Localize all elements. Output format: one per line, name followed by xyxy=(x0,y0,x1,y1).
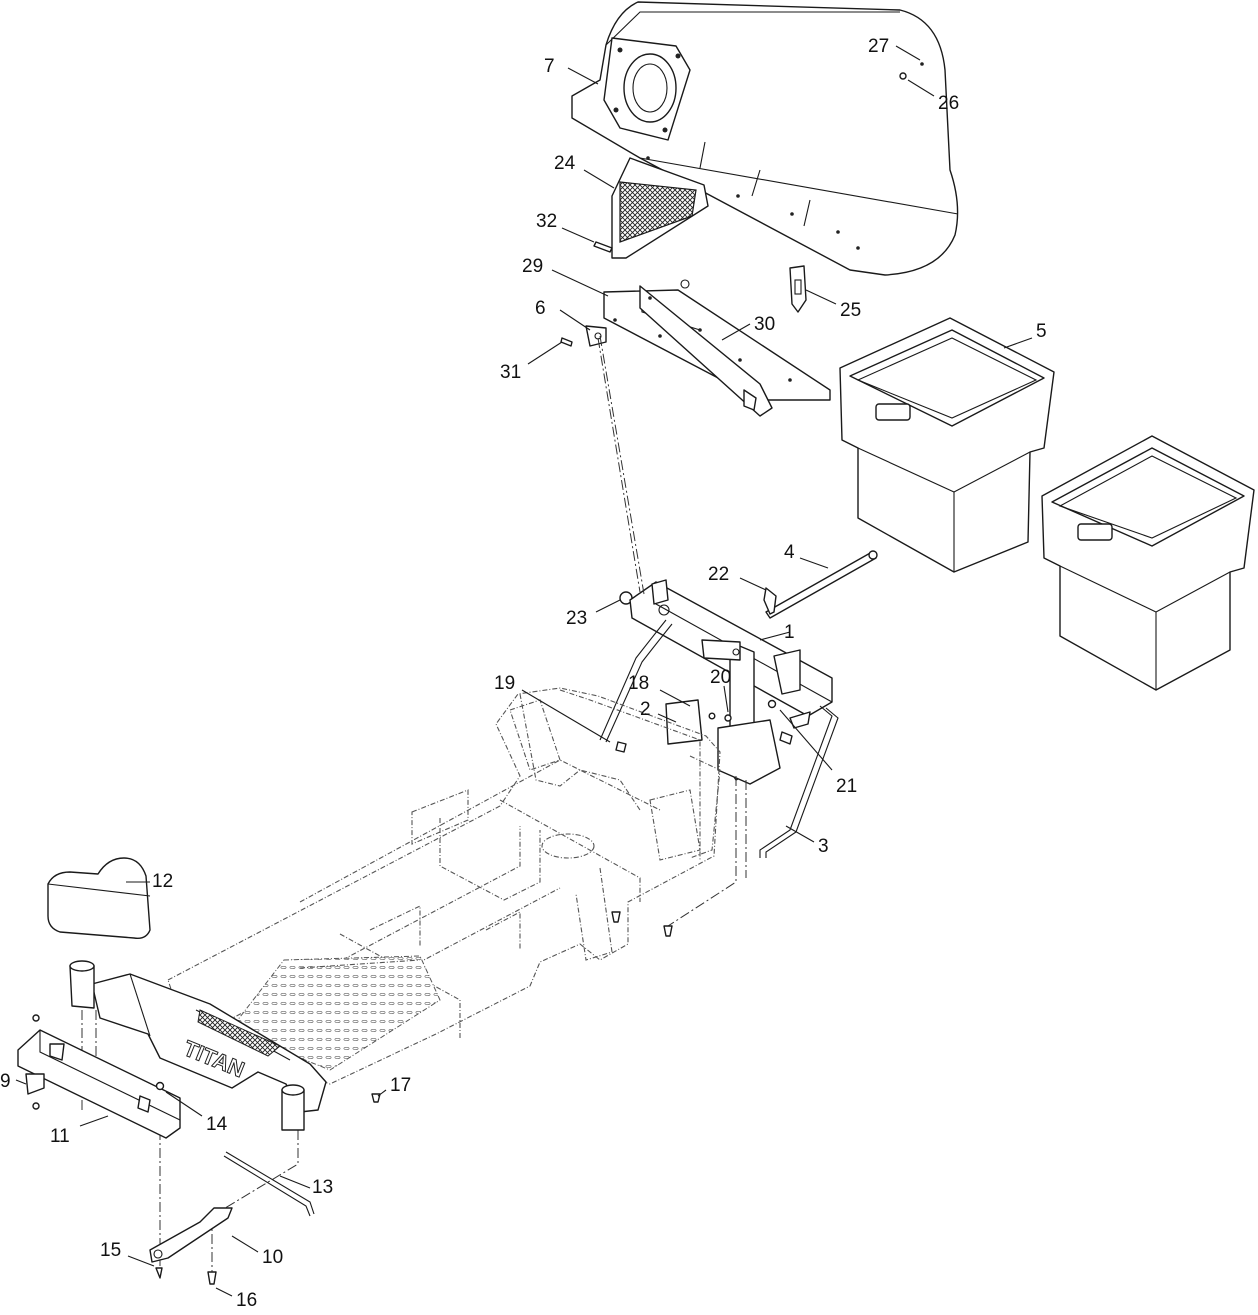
bracket-hardware xyxy=(615,699,793,753)
callout-1: 1 xyxy=(759,622,795,643)
svg-text:12: 12 xyxy=(152,871,173,892)
collection-bag-rear xyxy=(1041,435,1255,691)
svg-text:2: 2 xyxy=(640,699,651,720)
lift-rod xyxy=(223,1151,315,1217)
svg-text:10: 10 xyxy=(262,1247,283,1268)
hood-housing xyxy=(571,1,959,276)
callout-30: 30 xyxy=(721,314,775,341)
svg-text:20: 20 xyxy=(710,667,731,688)
svg-text:16: 16 xyxy=(236,1290,257,1311)
callout-31: 31 xyxy=(500,341,563,383)
callout-17: 17 xyxy=(377,1075,411,1097)
callout-12: 12 xyxy=(126,871,173,892)
callout-32: 32 xyxy=(536,211,595,243)
svg-text:6: 6 xyxy=(535,298,546,319)
svg-text:22: 22 xyxy=(708,564,729,585)
svg-text:1: 1 xyxy=(784,622,795,643)
callout-20: 20 xyxy=(710,667,731,713)
svg-text:9: 9 xyxy=(0,1071,11,1092)
rod-and-pin xyxy=(619,550,878,619)
callout-22: 22 xyxy=(708,564,767,591)
collection-bag-front xyxy=(839,317,1055,573)
svg-text:19: 19 xyxy=(494,673,515,694)
svg-text:15: 15 xyxy=(100,1240,121,1261)
small-hardware-top xyxy=(593,62,924,253)
callout-29: 29 xyxy=(522,256,609,297)
callout-21: 21 xyxy=(779,709,857,797)
svg-text:31: 31 xyxy=(500,362,521,383)
front-bracket xyxy=(17,1029,181,1139)
support-rods xyxy=(599,619,839,858)
callout-23: 23 xyxy=(566,599,621,629)
callout-4: 4 xyxy=(784,542,829,569)
svg-text:11: 11 xyxy=(50,1126,70,1147)
callout-2: 2 xyxy=(640,699,677,723)
fasteners-front xyxy=(25,911,673,1285)
mount-posts xyxy=(69,960,305,1131)
callout-3: 3 xyxy=(785,825,829,857)
assembly-centerlines xyxy=(81,335,747,1278)
callout-24: 24 xyxy=(554,153,615,189)
callout-15: 15 xyxy=(100,1240,155,1267)
svg-text:30: 30 xyxy=(754,314,775,335)
callout-18: 18 xyxy=(628,673,691,707)
callout-27: 27 xyxy=(868,36,921,61)
callout-7: 7 xyxy=(544,56,599,85)
svg-text:5: 5 xyxy=(1036,321,1047,342)
svg-text:32: 32 xyxy=(536,211,557,232)
callout-16: 16 xyxy=(215,1287,257,1311)
callout-5: 5 xyxy=(1003,321,1047,349)
svg-text:24: 24 xyxy=(554,153,576,174)
mower-chassis xyxy=(167,687,721,1085)
callout-9: 9 xyxy=(0,1071,27,1092)
mounting-plates xyxy=(603,279,831,417)
callout-6: 6 xyxy=(535,298,591,331)
counter-weight xyxy=(47,857,151,940)
svg-text:3: 3 xyxy=(818,836,829,857)
svg-text:21: 21 xyxy=(836,776,857,797)
svg-text:14: 14 xyxy=(206,1114,228,1135)
callout-25: 25 xyxy=(805,289,861,321)
callout-26: 26 xyxy=(907,79,959,114)
svg-text:13: 13 xyxy=(312,1177,333,1198)
svg-text:7: 7 xyxy=(544,56,555,77)
svg-text:18: 18 xyxy=(628,673,649,694)
svg-text:25: 25 xyxy=(840,300,861,321)
main-mount-frame xyxy=(629,579,833,785)
svg-text:23: 23 xyxy=(566,608,587,629)
latch-bracket xyxy=(789,265,807,313)
svg-text:4: 4 xyxy=(784,542,795,563)
callout-10: 10 xyxy=(231,1235,283,1268)
svg-text:17: 17 xyxy=(390,1075,411,1096)
callout-14: 14 xyxy=(165,1091,228,1135)
svg-text:27: 27 xyxy=(868,36,889,57)
screen-panel xyxy=(611,157,709,259)
callout-19: 19 xyxy=(494,673,611,743)
callout-11: 11 xyxy=(50,1115,109,1147)
lever-arm xyxy=(149,1207,233,1263)
callout-13: 13 xyxy=(279,1175,333,1198)
svg-text:29: 29 xyxy=(522,256,543,277)
svg-text:26: 26 xyxy=(938,93,959,114)
